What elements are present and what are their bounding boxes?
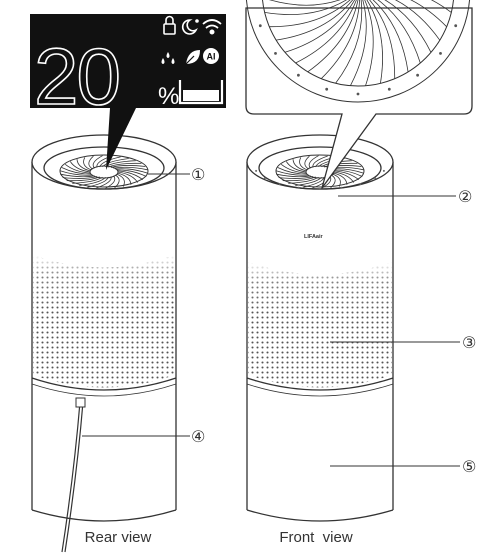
night-mode-icon [181, 19, 199, 35]
marker-3: ③ [462, 335, 476, 352]
ai-icon: AI [203, 48, 219, 64]
humidity-reading: 20 [34, 32, 119, 121]
drops-icon [161, 52, 175, 64]
callout-markers: ① ② ③ ④ ⑤ [191, 167, 476, 476]
wifi-icon [202, 19, 222, 35]
callout-leaders [82, 173, 460, 467]
rear-fan [59, 154, 149, 189]
top-zoom-callout [245, 0, 473, 189]
ai-badge-label: AI [207, 52, 216, 62]
leaf-icon [185, 50, 200, 65]
brand-logo: LIFAair [304, 234, 324, 240]
rear-view-label: Rear view [85, 529, 152, 546]
water-tank-icon [178, 80, 224, 105]
marker-4: ④ [191, 429, 205, 446]
display-callout: 20 % AI [30, 14, 226, 170]
rear-purifier [31, 134, 177, 553]
front-purifier: LIFAair [246, 134, 394, 522]
marker-2: ② [458, 189, 472, 206]
percent-unit: % [158, 83, 179, 110]
marker-5: ⑤ [462, 459, 476, 476]
power-cord [61, 401, 81, 553]
lock-icon [163, 15, 176, 35]
marker-1: ① [191, 167, 205, 184]
front-view-label: Front view [279, 529, 353, 546]
